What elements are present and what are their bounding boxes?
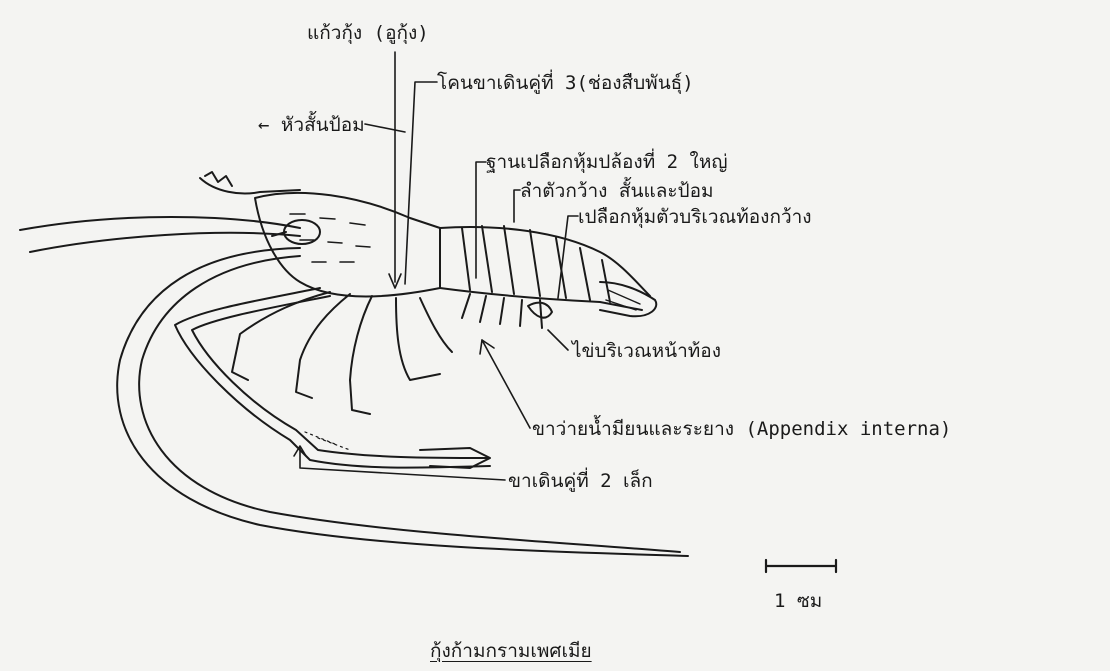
label-head: ← หัวสั้นป้อม (258, 114, 365, 136)
label-swimmerets: ขาว่ายน้ำมียนและระยาง (Appendix interna) (532, 418, 951, 440)
leader-head (365, 124, 405, 132)
label-third-walking-leg: โคนขาเดินคู่ที่ 3(ช่องสืบพันธุ์) (437, 72, 694, 94)
cheliped-inner (192, 296, 488, 458)
diagram-caption: กุ้งก้ามกรามเพศเมีย (430, 640, 592, 662)
label-abdomen-shell: เปลือกหุ้มตัวบริเวณท้องกว้าง (578, 206, 812, 228)
carapace (255, 193, 440, 296)
segment-lines (462, 226, 610, 302)
scale-bar (766, 560, 836, 572)
leader-eggs (548, 330, 568, 350)
label-eggs: ไข่บริเวณหน้าท้อง (572, 340, 721, 362)
leader-second-segment (476, 162, 486, 278)
scale-label: 1 ซม (774, 590, 822, 612)
cheliped (175, 288, 490, 468)
abdomen-top (440, 227, 650, 296)
leader-swimmerets-arrow (480, 340, 494, 354)
label-body: ลำตัวกว้าง สั้นและป้อม (520, 180, 714, 202)
leg-2 (296, 294, 350, 398)
leg-3 (350, 296, 372, 414)
rostrum (200, 178, 300, 193)
antenna-upper-2 (30, 233, 300, 252)
leader-swimmerets (482, 340, 530, 428)
label-eye: แก้วกุ้ง (อูกุ้ง) (307, 22, 429, 44)
cheliped-dots (305, 432, 350, 450)
leader-third-leg (405, 82, 437, 284)
label-second-segment-base: ฐานเปลือกหุ้มปล้องที่ 2 ใหญ่ (486, 151, 728, 173)
leg-4 (396, 298, 440, 380)
label-second-walking-leg: ขาเดินคู่ที่ 2 เล็ก (508, 470, 653, 492)
leader-abdomen (558, 216, 578, 298)
carapace-dashes (290, 214, 370, 262)
swimmerets-shape (462, 294, 542, 328)
antenna-upper (20, 217, 300, 230)
antenna-long-inner (139, 256, 680, 552)
leg-5 (420, 298, 452, 352)
